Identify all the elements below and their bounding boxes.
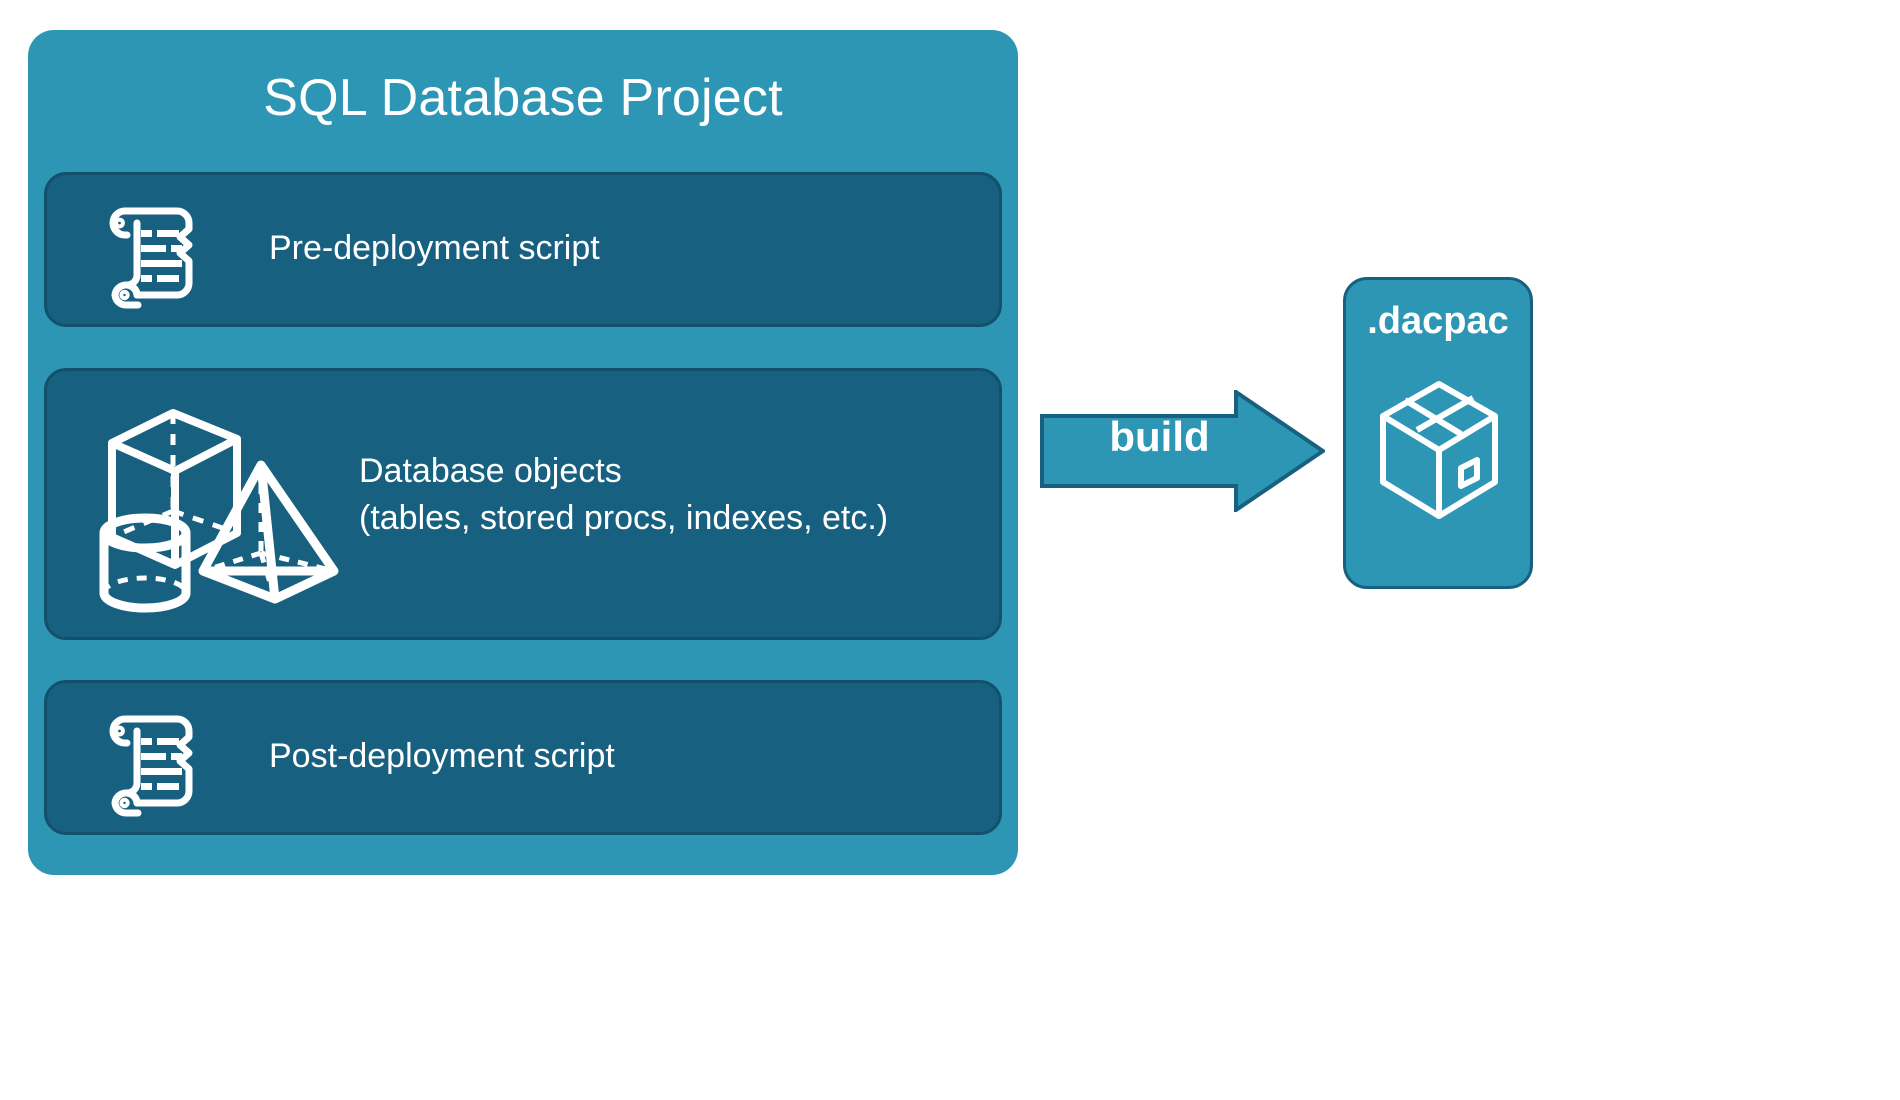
dacpac-title: .dacpac — [1367, 300, 1509, 342]
shapes-icon — [85, 393, 350, 623]
cylinder-icon — [99, 513, 191, 613]
panel-database-objects[interactable]: Database objects (tables, stored procs, … — [44, 368, 1002, 640]
dacpac-output-card[interactable]: .dacpac — [1343, 277, 1533, 589]
pyramid-icon — [198, 460, 339, 604]
panel-post-deployment-script[interactable]: Post-deployment script — [44, 680, 1002, 835]
panel-label-post-deployment-script: Post-deployment script — [269, 737, 615, 775]
build-arrow — [1040, 388, 1327, 514]
sql-database-project-card: SQL Database Project — [28, 30, 1018, 875]
build-arrow-label: build — [1109, 413, 1210, 460]
scroll-icon — [91, 197, 209, 309]
panel-label-database-objects: Database objects (tables, stored procs, … — [359, 452, 889, 537]
panel-pre-deployment-script[interactable]: Pre-deployment script — [44, 172, 1002, 327]
scroll-icon — [91, 705, 209, 817]
panel-label-pre-deployment-script: Pre-deployment script — [269, 229, 600, 267]
project-title: SQL Database Project — [263, 69, 783, 127]
package-box-icon — [1375, 372, 1503, 532]
